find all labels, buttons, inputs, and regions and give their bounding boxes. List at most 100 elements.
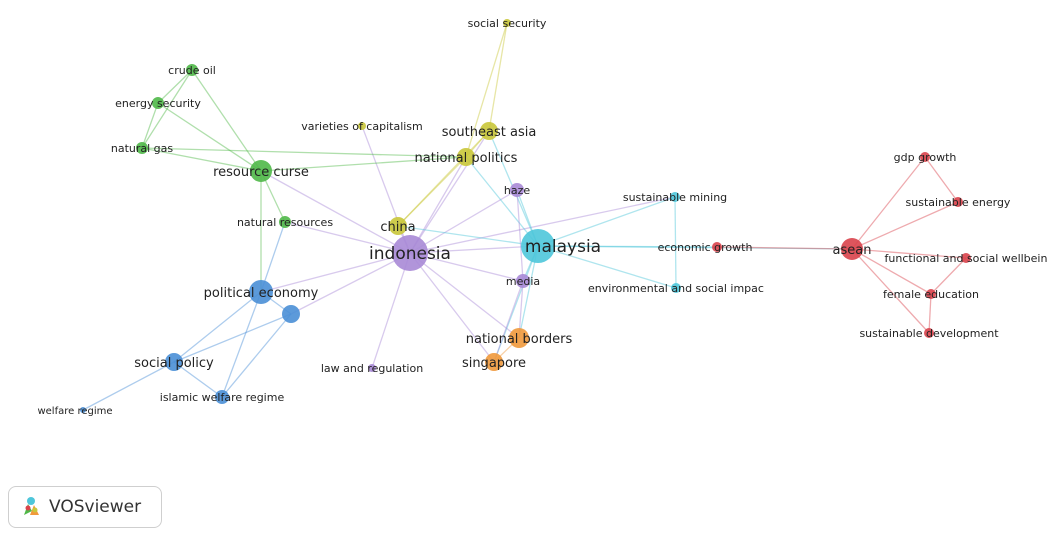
link-indonesia-haze [409, 189, 518, 254]
link-southeast_asia-social_security [488, 22, 508, 132]
link-political_economy-social_policy [173, 291, 262, 363]
node-asean[interactable] [841, 238, 863, 260]
node-label-gdp_growth: gdp growth [894, 151, 957, 164]
node-welfare_regime[interactable] [80, 407, 86, 413]
node-social_security[interactable] [503, 19, 511, 27]
link-asean-female_education [851, 248, 932, 295]
node-label-asean: asean [833, 243, 872, 258]
link-china-southeast_asia [397, 130, 490, 227]
node-malaysia[interactable] [521, 229, 555, 263]
node-label-sustainable_mining: sustainable mining [623, 191, 727, 204]
link-indonesia-southeast_asia [409, 130, 490, 254]
node-label-varieties_capitalism: varieties of capitalism [301, 120, 423, 133]
node-label-law_regulation: law and regulation [321, 362, 423, 375]
node-political_economy[interactable] [249, 280, 273, 304]
node-label-singapore: singapore [462, 356, 526, 371]
link-asean-economic_growth [716, 246, 853, 250]
node-national_politics[interactable] [457, 148, 475, 166]
node-label-media: media [506, 275, 540, 288]
link-social_policy-welfare_regime [82, 361, 175, 411]
link-malaysia-sustainable_mining [537, 196, 676, 247]
node-label-malaysia: malaysia [525, 237, 601, 257]
link-indonesia-political_economy [260, 252, 411, 293]
node-label-china: china [380, 220, 415, 235]
link-political_economy-natural_resources [260, 221, 286, 293]
node-env_social_impact[interactable] [671, 283, 681, 293]
node-label-crude_oil: crude oil [168, 64, 216, 77]
link-blue_unlabeled-social_policy [173, 313, 292, 363]
link-malaysia-asean [537, 245, 853, 250]
node-layer [80, 19, 971, 413]
node-label-resource_curse: resource curse [213, 165, 309, 180]
node-national_borders[interactable] [509, 328, 529, 348]
node-law_regulation[interactable] [368, 364, 376, 372]
link-indonesia-malaysia [409, 245, 539, 254]
node-energy_security[interactable] [152, 97, 164, 109]
node-blue_unlabeled[interactable] [282, 305, 300, 323]
node-haze[interactable] [510, 183, 524, 197]
node-natural_resources[interactable] [279, 216, 291, 228]
node-social_policy[interactable] [165, 353, 183, 371]
node-southeast_asia[interactable] [480, 122, 498, 140]
node-female_education[interactable] [926, 289, 936, 299]
link-functional_social-female_education [930, 257, 967, 295]
node-sustainable_mining[interactable] [670, 192, 680, 202]
node-natural_gas[interactable] [136, 142, 148, 154]
node-varieties_capitalism[interactable] [358, 122, 366, 130]
node-label-env_social_impact: environmental and social impac [588, 282, 764, 295]
node-sustainable_energy[interactable] [953, 197, 963, 207]
link-asean-gdp_growth [851, 156, 926, 250]
link-layer [82, 22, 967, 411]
link-haze-media [516, 189, 524, 282]
node-indonesia[interactable] [392, 235, 428, 271]
link-resource_curse-energy_security [157, 102, 262, 172]
node-label-national_politics: national politics [415, 151, 518, 166]
node-crude_oil[interactable] [186, 64, 198, 76]
node-label-welfare_regime: welfare regime [37, 406, 112, 417]
link-indonesia-blue_unlabeled [290, 252, 411, 315]
node-resource_curse[interactable] [250, 160, 272, 182]
link-china-national_politics [397, 156, 467, 227]
node-label-social_security: social security [468, 17, 547, 30]
link-energy_security-natural_gas [141, 102, 159, 149]
node-label-haze: haze [504, 184, 530, 197]
vosviewer-logo-icon [24, 497, 39, 515]
node-china[interactable] [389, 217, 407, 235]
node-label-economic_growth: economic growth [658, 241, 753, 254]
link-national_politics-social_security [465, 22, 508, 158]
node-sustainable_development[interactable] [924, 328, 934, 338]
link-natural_gas-national_politics [141, 147, 467, 158]
link-blue_unlabeled-islamic_welfare [221, 313, 292, 398]
vosviewer-badge[interactable]: VOSviewer [8, 486, 162, 528]
link-asean-functional_social [851, 248, 967, 259]
link-indonesia-national_politics [409, 156, 467, 254]
node-label-functional_social: functional and social wellbein [885, 252, 1048, 265]
node-label-southeast_asia: southeast asia [442, 125, 537, 140]
node-media[interactable] [516, 274, 530, 288]
node-label-sustainable_development: sustainable development [859, 327, 999, 340]
link-asean-sustainable_development [851, 248, 930, 334]
link-resource_curse-natural_gas [141, 147, 262, 172]
node-label-political_economy: political economy [204, 286, 319, 301]
node-label-energy_security: energy security [115, 97, 201, 110]
link-malaysia-national_politics [465, 156, 539, 247]
link-social_policy-islamic_welfare [173, 361, 223, 398]
node-islamic_welfare[interactable] [215, 390, 229, 404]
link-political_economy-islamic_welfare [221, 291, 262, 398]
link-indonesia-sustainable_mining [409, 196, 676, 254]
node-label-female_education: female education [883, 288, 979, 301]
node-economic_growth[interactable] [712, 242, 722, 252]
link-resource_curse-national_politics [260, 156, 467, 172]
node-gdp_growth[interactable] [920, 152, 930, 162]
link-indonesia-national_borders [409, 252, 520, 339]
node-singapore[interactable] [485, 353, 503, 371]
node-functional_social[interactable] [961, 253, 971, 263]
node-label-islamic_welfare: islamic welfare regime [160, 391, 285, 404]
link-indonesia-singapore [409, 252, 495, 363]
link-indonesia-media [409, 252, 524, 282]
link-malaysia-singapore [493, 245, 539, 363]
link-malaysia-env_social_impact [537, 245, 677, 289]
node-label-natural_gas: natural gas [111, 142, 174, 155]
